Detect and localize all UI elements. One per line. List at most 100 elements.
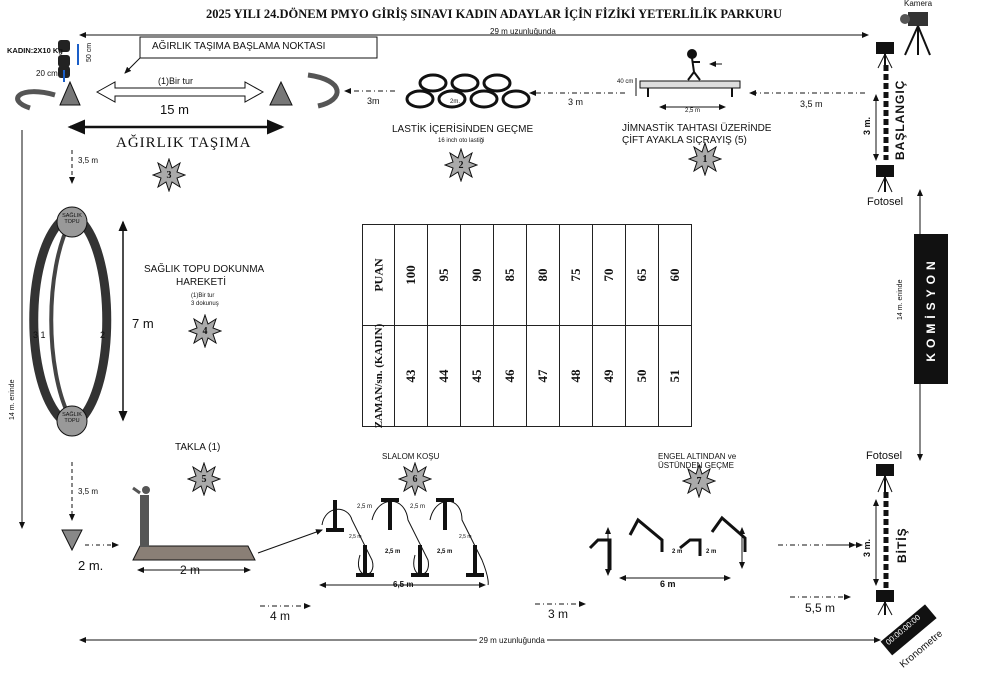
zaman-cell: 43 (394, 325, 428, 427)
fotosel-icon-start-bottom (876, 165, 894, 177)
beam-name-2: ÇİFT AYAKLA SIÇRAYIŞ (5) (622, 135, 747, 146)
puan-cell: 100 (394, 224, 428, 326)
bottom-55m: 5,5 m (805, 601, 836, 615)
puan-header-cell: PUAN (362, 224, 395, 326)
weight-cm50-label: 50 cm (86, 42, 93, 62)
beam-icon (639, 80, 741, 89)
left-width-label: 14 m. eninde (9, 379, 16, 420)
step-badge-2: 2 (443, 147, 479, 183)
health-ball-top (56, 206, 88, 238)
zaman-cell: 46 (493, 325, 527, 427)
zaman-cell: 49 (592, 325, 626, 427)
tires-3m-left: 3m (367, 96, 380, 106)
cone-right (269, 80, 293, 106)
weight-start-box (139, 36, 378, 59)
komisyon-box: KOMİSYON (914, 234, 948, 384)
ball-35m: 3,5 m (78, 156, 99, 165)
step-badge-1: 1 (687, 141, 723, 177)
step-badge-7: 7 (681, 463, 717, 499)
ball-sub-2: 3 dokunuş (191, 301, 219, 307)
zaman-header-cell: ZAMAN/sn. (KADIN) (362, 324, 395, 428)
start-label: BAŞLANGIÇ (893, 79, 907, 160)
puan-cell: 75 (559, 224, 593, 326)
fotosel-icon-finish-bottom (876, 590, 894, 602)
ball-bottom-label: SAĞLIK TOPU (62, 412, 82, 424)
finish-fotosel: Fotosel (866, 450, 903, 462)
slalom-diag-1: 2,5 m (349, 534, 362, 540)
slalom-dist-3: 2,5 m (385, 549, 401, 555)
jumper-figure (687, 49, 701, 81)
beam-40cm: 40 cm (617, 79, 634, 85)
zaman-cell: 47 (526, 325, 560, 427)
hurdles (588, 515, 747, 570)
slalom-poles (326, 498, 484, 577)
step-badge-4: 4 (187, 313, 223, 349)
hurdle-total: 6 m (660, 579, 676, 589)
takla-2m-cone: 2 m. (78, 558, 104, 573)
slalom-diag-2: 2,5 m (459, 534, 472, 540)
weight-icon (58, 40, 70, 52)
weight-start-label: AĞIRLIK TAŞIMA BAŞLAMA NOKTASI (152, 41, 326, 52)
slalom-total: 6,5 m (393, 580, 414, 589)
ball-n31: 3 1 (33, 330, 46, 340)
hurdle-name-1: ENGEL ALTINDAN ve (658, 452, 737, 461)
weight-kadin-label: KADIN:2X10 Kg (7, 46, 63, 55)
puan-cell: 80 (526, 224, 560, 326)
bottom-3m: 3 m (548, 607, 569, 621)
takla-35m: 3,5 m (78, 487, 99, 496)
kronometre-icon (880, 604, 937, 656)
camera-icon (900, 12, 931, 56)
weight-cm20-label: 20 cm (36, 69, 58, 78)
ball-n2: 2 (100, 330, 106, 340)
score-table: PUAN 100 95 90 85 80 75 70 65 60 ZAMAN/s… (362, 224, 692, 428)
zaman-cell: 48 (559, 325, 593, 427)
fotosel-icon-start-top (876, 42, 894, 54)
puan-cell: 70 (592, 224, 626, 326)
cone-left (59, 80, 81, 106)
takla-mat (132, 545, 256, 561)
ball-name-2: HAREKETİ (176, 277, 227, 288)
ball-top-label: SAĞLIK TOPU (62, 213, 82, 225)
ball-sub-1: (1)Bir tur (191, 293, 215, 299)
step-badge-5: 5 (186, 461, 222, 497)
health-ball-bottom (56, 405, 88, 437)
camera-label: Kamera (904, 0, 933, 8)
puan-cell: 95 (427, 224, 461, 326)
tires-3m-right: 3 m (568, 97, 584, 107)
weight-tur-label: (1)Bir tur (158, 76, 194, 86)
puan-row: PUAN 100 95 90 85 80 75 70 65 60 (362, 224, 692, 326)
step-badge-3: 3 (151, 157, 187, 193)
puan-cell: 60 (658, 224, 692, 326)
puan-cell: 90 (460, 224, 494, 326)
tires-2m: 2m. (450, 99, 461, 105)
fotosel-icon-finish-top (876, 464, 894, 476)
beam-35m: 3,5 m (800, 99, 823, 109)
beam-name-1: JİMNASTİK TAHTASI ÜZERİNDE (622, 123, 772, 134)
bottom-width-label: 29 m uzunluğunda (477, 636, 547, 645)
zaman-row: ZAMAN/sn. (KADIN) 43 44 45 46 47 48 49 5… (362, 324, 692, 428)
takla-2m-mat: 2 m (180, 563, 201, 577)
beam-25m: 2,5 m (685, 108, 701, 114)
top-width-label: 29 m uzunluğunda (490, 27, 556, 36)
takla-name: TAKLA (1) (175, 442, 221, 453)
slalom-dist-4: 2,5 m (437, 549, 453, 555)
ball-7m: 7 m (132, 316, 154, 331)
tires-name: LASTİK İÇERİSİNDEN GEÇME (392, 124, 534, 135)
puan-cell: 65 (625, 224, 659, 326)
zaman-cell: 51 (658, 325, 692, 427)
slalom-dist-2: 2,5 m (410, 504, 426, 510)
slalom-name: SLALOM KOŞU (382, 452, 440, 461)
cone-takla (61, 529, 83, 552)
zaman-cell: 44 (427, 325, 461, 427)
slalom-dist-1: 2,5 m (357, 504, 373, 510)
bottom-4m: 4 m (270, 609, 291, 623)
weight-15m-label: 15 m (160, 102, 189, 117)
ball-name-1: SAĞLIK TOPU DOKUNMA (144, 264, 265, 275)
weight-name: AĞIRLIK TAŞIMA (116, 135, 252, 151)
page-title: 2025 YILI 24.DÖNEM PMYO GİRİŞ SINAVI KAD… (205, 7, 782, 21)
hurdle-name-2: ÜSTÜNDEN GEÇME (658, 461, 735, 470)
puan-cell: 85 (493, 224, 527, 326)
right-width-label: 14 m. eninde (897, 279, 904, 320)
hurdle-2m-a: 2 m (672, 549, 683, 555)
